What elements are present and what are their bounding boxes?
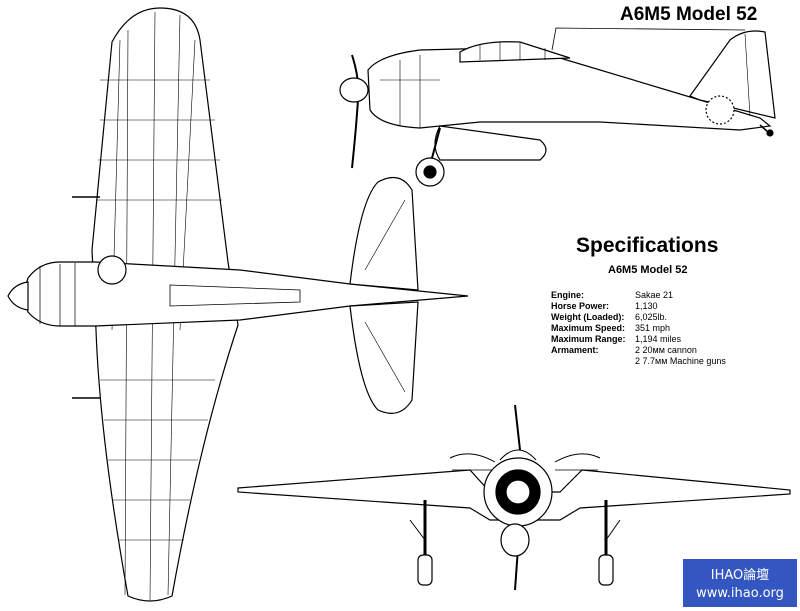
spec-value-line: Sakae 21 [635, 290, 674, 300]
spec-value: 2 20мм cannon 2 7.7мм Machine guns [635, 345, 726, 367]
spec-value: 1,130 [635, 301, 658, 312]
spec-label: Armament: [551, 345, 599, 355]
watermark-title: IHAO論壇 [710, 568, 770, 583]
spec-row-engine: Engine: Sakae 21 [551, 290, 726, 301]
spec-value-line: 1,130 [635, 301, 658, 311]
spec-label: Maximum Speed: [551, 323, 626, 333]
spec-value: 6,025lb. [635, 312, 667, 323]
spec-value-line: 351 mph [635, 323, 671, 333]
specifications-heading: Specifications [576, 234, 719, 257]
spec-value-line: 1,194 miles [635, 334, 682, 344]
spec-value: Sakae 21 [635, 290, 673, 301]
spec-row-max-speed: Maximum Speed: 351 mph [551, 323, 726, 334]
front-view [237, 404, 791, 591]
spec-row-armament: Armament: 2 20мм cannon 2 7.7мм Machine … [551, 345, 726, 367]
watermark-badge: IHAO論壇 www.ihao.org [683, 559, 797, 607]
spec-row-max-range: Maximum Range: 1,194 miles [551, 334, 726, 345]
spec-value: 1,194 miles [635, 334, 681, 345]
spec-label: Maximum Range: [551, 334, 626, 344]
spec-value-line: 6,025lb. [635, 312, 668, 322]
side-view [339, 27, 776, 187]
spec-label: Horse Power: [551, 301, 610, 311]
specifications-model: A6M5 Model 52 [608, 264, 688, 276]
spec-row-horse-power: Horse Power: 1,130 [551, 301, 726, 312]
spec-value-line: 2 20мм cannon [635, 345, 697, 355]
specifications-table: Engine: Sakae 21 Horse Power: 1,130 Weig… [551, 290, 726, 367]
diagram-title: A6M5 Model 52 [620, 4, 758, 25]
spec-label: Engine: [551, 290, 584, 300]
spec-row-weight: Weight (Loaded): 6,025lb. [551, 312, 726, 323]
watermark-url: www.ihao.org [696, 586, 784, 601]
spec-label: Weight (Loaded): [551, 312, 625, 322]
spec-value: 351 mph [635, 323, 670, 334]
top-view [7, 7, 469, 602]
spec-value-line: 2 7.7мм Machine guns [635, 356, 726, 366]
